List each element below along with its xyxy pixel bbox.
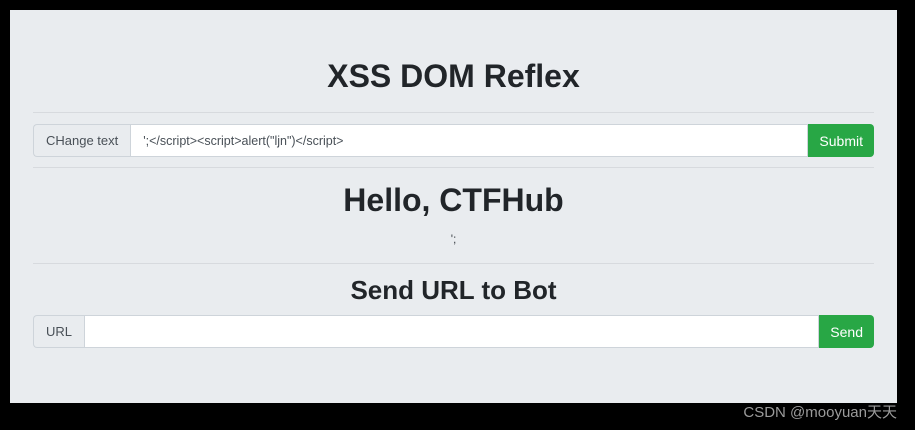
watermark: CSDN @mooyuan天天 bbox=[743, 404, 897, 421]
divider-middle bbox=[33, 167, 874, 168]
bot-heading: Send URL to Bot bbox=[350, 275, 557, 305]
submit-button[interactable]: Submit bbox=[808, 124, 874, 157]
divider-top bbox=[33, 112, 874, 113]
hello-heading: Hello, CTFHub bbox=[343, 182, 564, 218]
url-label: URL bbox=[33, 315, 85, 348]
change-text-form: CHange text Submit bbox=[33, 124, 874, 157]
change-text-label: CHange text bbox=[33, 124, 131, 157]
challenge-page: XSS DOM Reflex CHange text Submit Hello,… bbox=[10, 10, 897, 403]
send-button[interactable]: Send bbox=[819, 315, 874, 348]
page-title: XSS DOM Reflex bbox=[327, 58, 580, 94]
divider-bottom bbox=[33, 263, 874, 264]
change-text-input[interactable] bbox=[130, 124, 809, 157]
send-url-form: URL Send bbox=[33, 315, 874, 348]
reflected-output: '; bbox=[450, 232, 457, 246]
url-input[interactable] bbox=[84, 315, 820, 348]
